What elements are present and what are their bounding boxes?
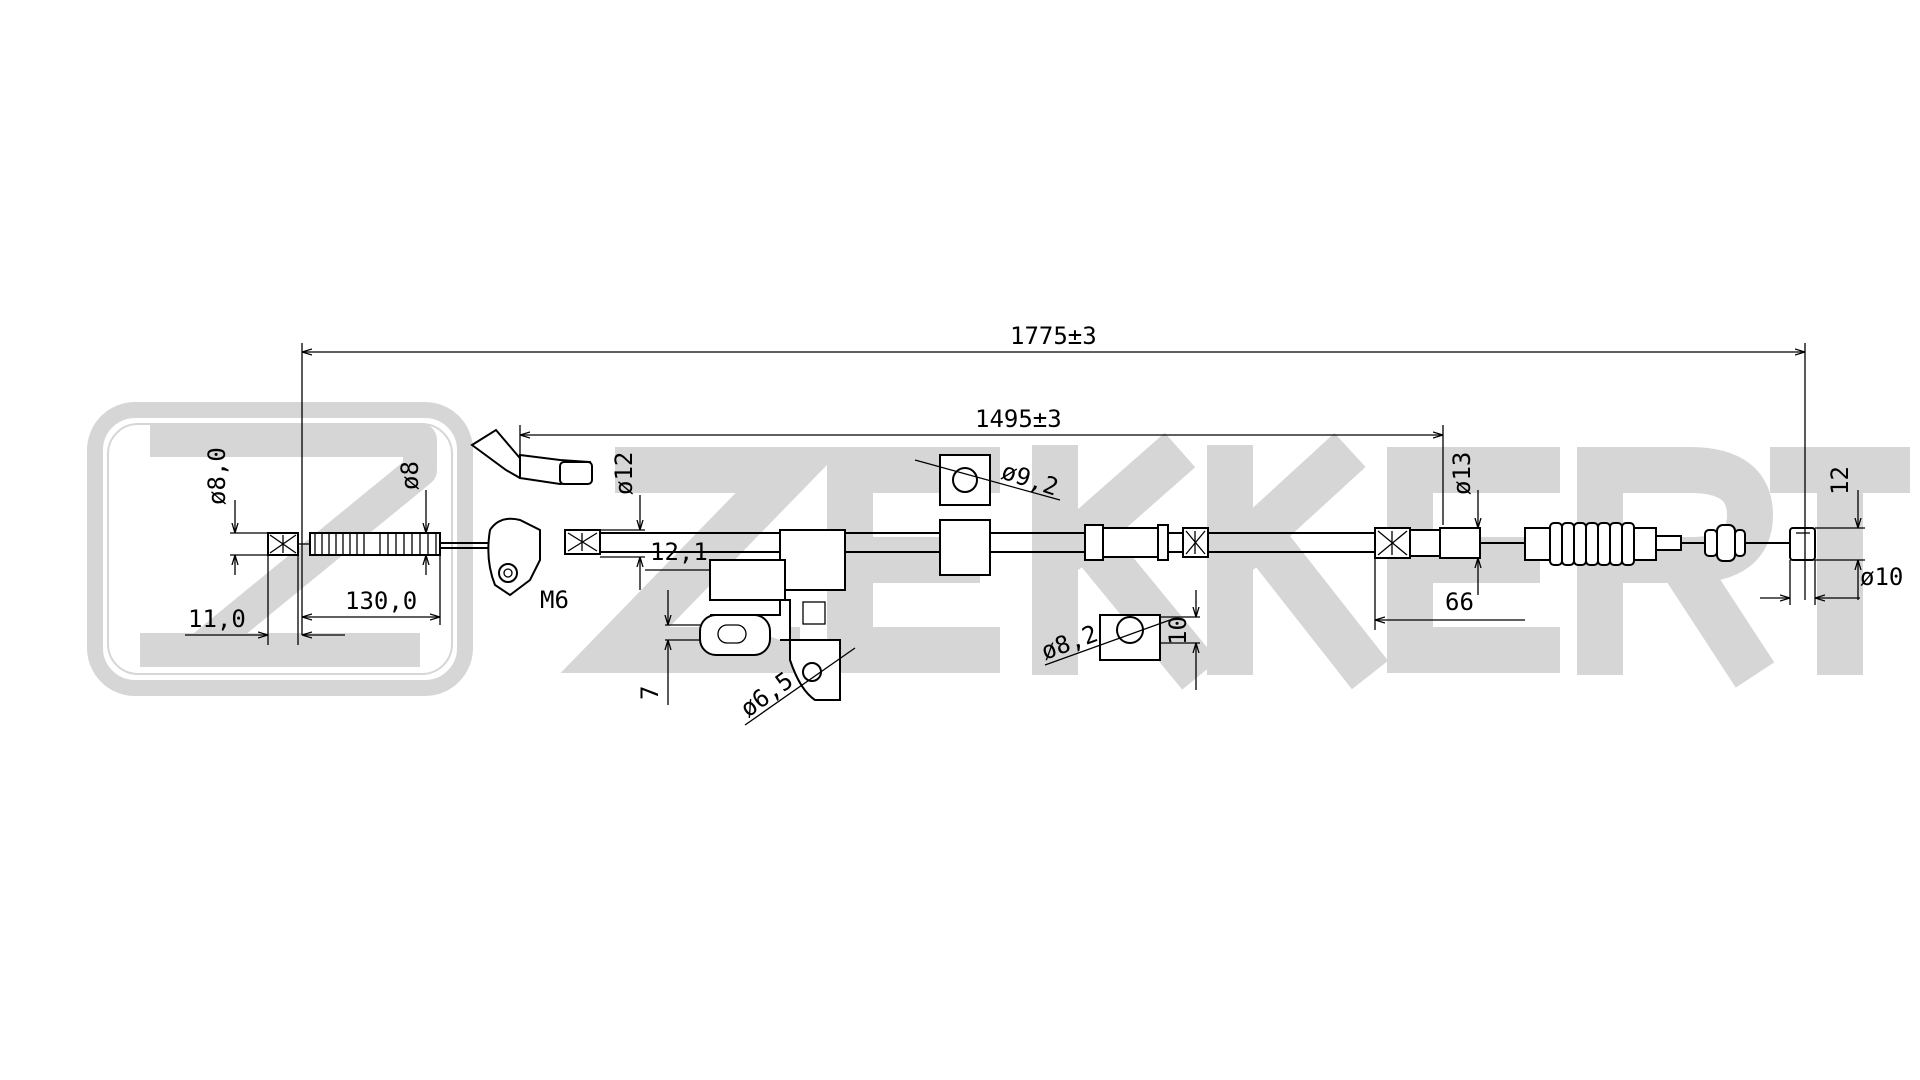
dim-bracket-height-mid: 10 bbox=[1164, 616, 1192, 645]
dim-left-thread-diameter: ø8 bbox=[396, 461, 424, 490]
dim-overall-length: 1775±3 bbox=[1010, 322, 1097, 350]
dim-left-thread-length: 130,0 bbox=[345, 587, 417, 615]
dim-boot-length: 66 bbox=[1445, 588, 1474, 616]
dim-left-end-diameter: ø8,0 bbox=[203, 447, 231, 505]
dim-right-end-height: 12 bbox=[1826, 466, 1854, 495]
dimension-labels: 1775±3 1495±3 11,0 130,0 M6 12,1 66 ø10 … bbox=[188, 322, 1903, 723]
dim-thread: M6 bbox=[540, 586, 569, 614]
left-thread bbox=[298, 532, 441, 556]
bracket-left bbox=[699, 529, 846, 701]
dim-sheath-length: 1495±3 bbox=[975, 405, 1062, 433]
dimension-lines bbox=[185, 343, 1865, 726]
bracket-top bbox=[939, 454, 991, 576]
dim-fitting-diameter-left: ø12 bbox=[610, 452, 638, 495]
right-boot bbox=[1524, 522, 1657, 566]
middle-fittings bbox=[1084, 524, 1209, 661]
left-end-fitting bbox=[267, 532, 441, 556]
dim-offset: 12,1 bbox=[650, 538, 708, 566]
dim-right-end-diameter: ø10 bbox=[1860, 563, 1903, 591]
dim-bracket-left: 7 bbox=[636, 686, 664, 700]
angle-connector bbox=[470, 428, 601, 597]
dim-bracket-hole-small: ø6,5 bbox=[735, 666, 798, 723]
right-fittings bbox=[1374, 522, 1816, 566]
dim-fitting-diameter-right: ø13 bbox=[1448, 452, 1476, 495]
dim-left-end-length: 11,0 bbox=[188, 605, 246, 633]
